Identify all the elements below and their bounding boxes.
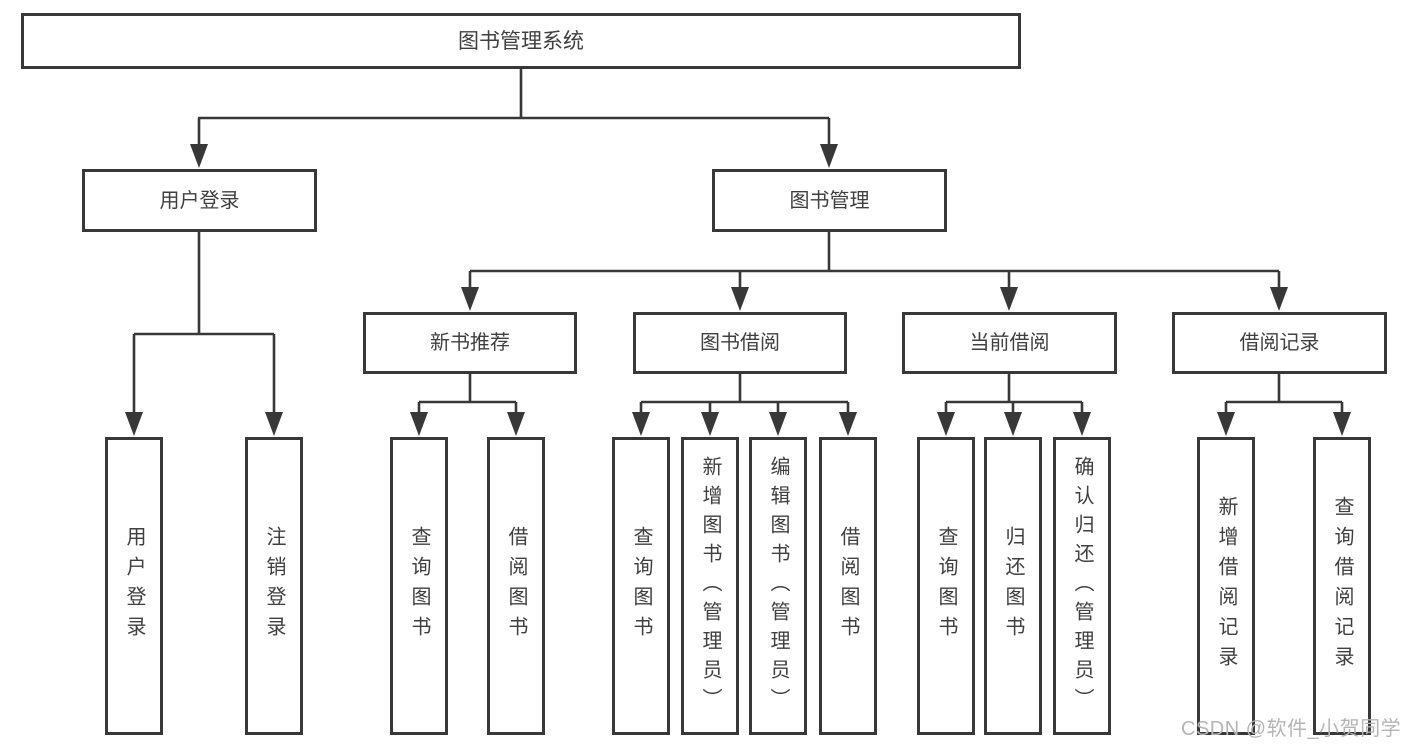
leaf-add-book-admin: 新增图书（管理员）	[681, 437, 739, 735]
leaf-query-books-recommend: 查询图书	[390, 437, 448, 735]
csdn-watermark: CSDN @软件_小贺同学	[1181, 718, 1402, 740]
leaf-query-borrow-record: 查询借阅记录	[1313, 437, 1371, 735]
leaf-borrow-books-recommend: 借阅图书	[487, 437, 545, 735]
node-library-management-system: 图书管理系统	[21, 13, 1021, 69]
leaf-query-books-current: 查询图书	[917, 437, 975, 735]
leaf-add-borrow-record: 新增借阅记录	[1197, 437, 1255, 735]
leaf-query-books-borrow: 查询图书	[612, 437, 670, 735]
arrowheads	[125, 144, 1351, 436]
leaf-borrow-books: 借阅图书	[819, 437, 877, 735]
leaf-confirm-return-admin: 确认归还（管理员）	[1053, 437, 1111, 735]
node-borrow-records: 借阅记录	[1172, 312, 1387, 374]
leaf-logout: 注销登录	[245, 437, 303, 735]
node-current-borrow: 当前借阅	[902, 312, 1117, 374]
leaf-edit-book-admin: 编辑图书（管理员）	[749, 437, 807, 735]
node-new-book-recommend: 新书推荐	[363, 312, 577, 374]
leaf-user-login: 用户登录	[105, 437, 163, 735]
node-book-borrow: 图书借阅	[633, 312, 847, 374]
leaf-return-book: 归还图书	[984, 437, 1042, 735]
node-book-management: 图书管理	[712, 169, 947, 232]
node-user-login: 用户登录	[82, 169, 317, 232]
